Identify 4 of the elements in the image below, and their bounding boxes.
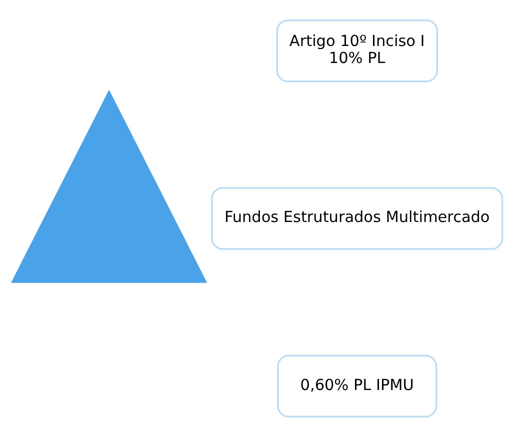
node-triangle [11, 90, 208, 283]
node-box: Fundos Estruturados Multimercado [211, 187, 504, 250]
node-box: 0,60% PL IPMU [277, 354, 438, 418]
node-box: Artigo 10º Inciso I 10% PL [276, 20, 438, 82]
